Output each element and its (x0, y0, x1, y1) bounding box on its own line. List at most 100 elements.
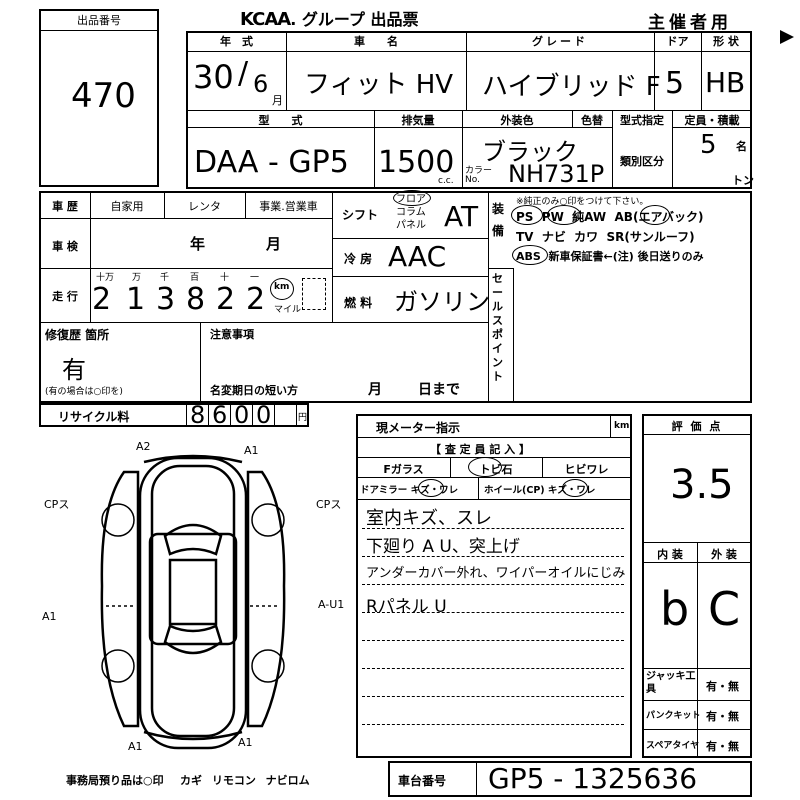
private-use-option: 自家用 (110, 200, 144, 213)
selling-points-label: セールスポイント (492, 272, 503, 383)
capacity-unit: 名 (736, 140, 747, 153)
month-value: 6 (253, 70, 269, 98)
equipment-row-1: PS PW 純AW AB(エアバック) (516, 210, 704, 224)
shape-value: HB (705, 66, 746, 99)
grade-value: ハイブリッド F (482, 72, 661, 102)
rental-option: レンタ (188, 200, 221, 213)
month-unit: 月 (272, 94, 283, 107)
door-mirror-label: ドアミラー キズ・ワレ (360, 485, 459, 496)
recycle-digit: 0 (256, 401, 272, 429)
model-value: DAA - GP5 (194, 145, 349, 180)
damage-mark: CPス (44, 498, 69, 511)
digit-label: 万 (132, 273, 142, 283)
recycle-digit: 6 (212, 401, 228, 429)
business-use-option: 事業.営業車 (259, 200, 318, 213)
brand-logo: KCAA (240, 9, 291, 30)
mile-unit: マイル (274, 305, 302, 315)
spare-tire-yesno: 有・無 (706, 740, 739, 753)
damage-mark: A1 (238, 736, 253, 749)
ac-label: 冷 房 (344, 252, 373, 266)
copy-label: 主催者用 (648, 13, 732, 33)
meter-reading-label: 現メーター指示 (376, 421, 461, 435)
damage-mark: A1 (244, 444, 259, 457)
equipment-row-2: TV ナビ カワ SR(サンルーフ) (516, 230, 695, 244)
grade-label: グレード (532, 35, 588, 48)
fuel-value: ガソリン (394, 288, 490, 316)
displacement-value: 1500 (378, 145, 455, 180)
inspection-month-unit: 月 (266, 235, 282, 253)
cc-unit: c.c. (438, 176, 454, 186)
recycle-fee-row (39, 403, 309, 427)
category-label: 類別区分 (620, 155, 664, 168)
capacity-label: 定員・積載 (684, 114, 740, 127)
exterior-score: C (708, 582, 741, 636)
shift-column: コラム (396, 207, 426, 218)
form-title-text: . グループ 出品票 (290, 10, 419, 29)
inspector-note-line: アンダーカバー外れ、ワイパーオイルにじみ (366, 566, 626, 581)
inspector-section (356, 414, 632, 758)
damage-mark: A1 (42, 610, 57, 623)
digit-label: 十万 (96, 273, 115, 283)
spare-tire-label: スペアタイヤ (646, 741, 700, 751)
lot-number-value: 470 (71, 76, 136, 116)
score-section (642, 414, 752, 758)
office-items: カギ リモコン ナビロム (180, 774, 310, 787)
name-change-month-unit: 月 (368, 382, 382, 398)
score-label: 評 価 点 (671, 420, 723, 433)
repair-history-value: 有 (62, 356, 86, 384)
inspector-note-line: 室内キズ、スレ (366, 508, 492, 529)
model-label: 型 式 (258, 114, 303, 127)
km-unit: km (274, 282, 290, 292)
inspector-note-line: 下廻り A U、突上げ (366, 537, 520, 557)
shift-value: AT (444, 200, 479, 233)
shift-label: シフト (342, 208, 379, 222)
crack-label: ヒビワレ (564, 463, 609, 476)
equipment-note: ※純正のみ○印をつけて下さい。 (516, 197, 649, 207)
digit-label: 十 (220, 273, 230, 283)
car-name-label: 車 名 (354, 35, 398, 48)
inspector-note-line: Rパネル U (366, 597, 447, 617)
ac-value: AAC (388, 240, 447, 273)
repair-history-label: 修復歴 箇所 (45, 328, 110, 342)
puncture-kit-yesno: 有・無 (706, 710, 739, 723)
puncture-kit-label: パンクキット (646, 711, 701, 721)
color-change-label: 色替 (581, 114, 603, 127)
shape-label: 形 状 (713, 35, 739, 48)
recycle-fee-unit: 円 (298, 413, 308, 423)
digit-label: 一 (250, 273, 260, 283)
damage-mark: A1 (128, 740, 143, 753)
recycle-fee-digits: 8 6 0 0 (186, 401, 297, 429)
digit-label: 百 (190, 273, 200, 283)
name-change-day-unit: 日まで (418, 382, 460, 398)
front-glass-label: Fガラス (383, 463, 424, 476)
lot-number-box: 出品番号 470 (39, 9, 159, 187)
damage-mark: A-U1 (318, 598, 344, 611)
door-value: 5 (665, 66, 685, 101)
exterior-color-value: ブラック (482, 138, 578, 166)
mileage-digit: 3 (156, 282, 176, 317)
recycle-digit: 0 (234, 401, 250, 429)
history-label: 車 歴 (52, 200, 78, 213)
exterior-label: 外 装 (711, 548, 737, 561)
mileage-label: 走 行 (52, 290, 78, 303)
interior-score: b (660, 582, 690, 636)
notes-label: 注意事項 (210, 328, 254, 341)
mileage-digit: 1 (126, 282, 146, 317)
overall-score: 3.5 (670, 462, 734, 508)
year-label: 年 式 (220, 35, 253, 48)
lot-number-label: 出品番号 (41, 11, 157, 31)
mileage-digit: 2 (246, 282, 266, 317)
equipment-label: 装 備 (492, 202, 505, 238)
arrow-marker-icon (780, 30, 794, 44)
mileage-digit: 2 (216, 282, 236, 317)
history-table (39, 191, 752, 403)
chassis-number-label: 車台番号 (398, 774, 447, 788)
damage-mark: A2 (136, 440, 151, 453)
meter-km-unit: km (614, 421, 630, 431)
jack-tools-label: ジャッキ工 具 (646, 671, 696, 695)
model-designation-label: 型式指定 (620, 114, 664, 127)
odometer: 十万 万 千 百 十 一 2 1 3 8 2 2 km マイル (90, 268, 332, 322)
repair-note: (有の場合は○印を) (45, 387, 123, 397)
chassis-number-value: GP5 - 1325636 (488, 762, 698, 795)
color-no-label: カラー No. (465, 166, 493, 185)
